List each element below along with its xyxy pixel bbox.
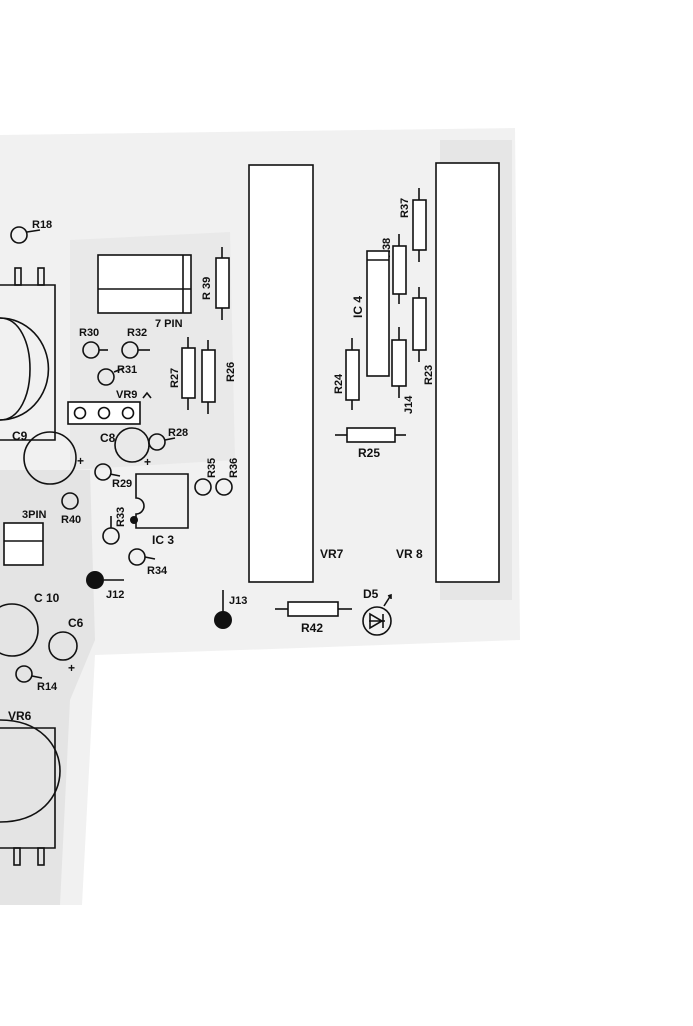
vr6-outline bbox=[0, 727, 56, 849]
r40-label: R40 bbox=[61, 514, 81, 526]
r42-label: R42 bbox=[301, 621, 323, 635]
r36-label: R36 bbox=[228, 458, 240, 478]
left-capacitor-arc bbox=[0, 317, 50, 421]
c10-label: C 10 bbox=[34, 591, 60, 605]
r35-pad bbox=[194, 478, 212, 496]
r25-label: R25 bbox=[358, 446, 380, 460]
r36-pad bbox=[215, 478, 233, 496]
7pin-label: 7 PIN bbox=[155, 318, 183, 330]
j13-jumper bbox=[214, 611, 232, 629]
j12-label: J12 bbox=[106, 589, 124, 601]
c10-capacitor bbox=[0, 603, 39, 657]
r37-body bbox=[412, 199, 427, 251]
d5-led bbox=[362, 606, 392, 636]
r34-label: R34 bbox=[147, 565, 168, 577]
ic3-label: IC 3 bbox=[152, 533, 174, 547]
c6-plus: + bbox=[68, 661, 75, 675]
vr6-label: VR6 bbox=[8, 709, 32, 723]
ic3-pin1-dot bbox=[130, 516, 138, 524]
c8-plus: + bbox=[144, 455, 151, 469]
r27-label: R27 bbox=[169, 368, 181, 388]
j14-jumper bbox=[391, 339, 407, 387]
d5-label: D5 bbox=[363, 587, 379, 601]
3pin-label: 3PIN bbox=[22, 509, 47, 521]
vr8-label: VR 8 bbox=[396, 547, 423, 561]
vr9-label: VR9 bbox=[116, 389, 137, 401]
j12-jumper bbox=[86, 571, 104, 589]
r37-label: R37 bbox=[399, 198, 411, 218]
r28-label: R28 bbox=[168, 427, 188, 439]
ic4-label: IC 4 bbox=[351, 296, 365, 318]
j13-label: J13 bbox=[229, 595, 247, 607]
r27-body bbox=[181, 347, 196, 399]
ic3-outline bbox=[135, 473, 189, 529]
left-component-outline bbox=[0, 284, 56, 441]
board-trace-region bbox=[0, 470, 95, 905]
c9-capacitor bbox=[23, 431, 77, 485]
vr9-trimmer bbox=[67, 401, 141, 425]
c6-capacitor bbox=[48, 631, 78, 661]
relay-7pin-outline bbox=[97, 254, 192, 314]
r26-body bbox=[201, 349, 216, 403]
r14-pad bbox=[15, 665, 33, 683]
r31-label: R31 bbox=[117, 364, 137, 376]
vr8-slider-body bbox=[435, 162, 500, 583]
r33-label: R33 bbox=[115, 507, 127, 527]
ic4-outline bbox=[366, 250, 390, 377]
r38-body bbox=[392, 245, 407, 295]
vr7-slider-body bbox=[248, 164, 314, 583]
c6-label: C6 bbox=[68, 616, 84, 630]
r29-pad bbox=[94, 463, 112, 481]
r23-body bbox=[412, 297, 427, 351]
3pin-connector bbox=[3, 522, 44, 566]
r18-pad bbox=[10, 226, 28, 244]
r30-label: R30 bbox=[79, 327, 99, 339]
r32-label: R32 bbox=[127, 327, 147, 339]
r14-label: R14 bbox=[37, 681, 58, 693]
r42-body bbox=[287, 601, 339, 617]
c9-label: C9 bbox=[12, 429, 28, 443]
r28-pad bbox=[148, 433, 166, 451]
r23-label: R23 bbox=[423, 365, 435, 385]
r18-label: R18 bbox=[32, 219, 52, 231]
r40-pad bbox=[61, 492, 79, 510]
r35-label: R35 bbox=[206, 458, 218, 478]
c9-plus: + bbox=[77, 454, 84, 468]
vr6-knob bbox=[0, 719, 61, 823]
d5-diode-symbol bbox=[369, 612, 385, 630]
r29-label: R29 bbox=[112, 478, 132, 490]
r24-body bbox=[345, 349, 360, 401]
c8-label: C8 bbox=[100, 431, 116, 445]
r39-label: R 39 bbox=[201, 277, 213, 300]
r39-body bbox=[215, 257, 230, 309]
r25-body bbox=[346, 427, 396, 443]
r31-pad bbox=[97, 368, 115, 386]
j14-label: J14 bbox=[403, 395, 415, 414]
r26-label: R26 bbox=[225, 362, 237, 382]
r24-label: R24 bbox=[333, 373, 345, 394]
vr7-label: VR7 bbox=[320, 547, 344, 561]
